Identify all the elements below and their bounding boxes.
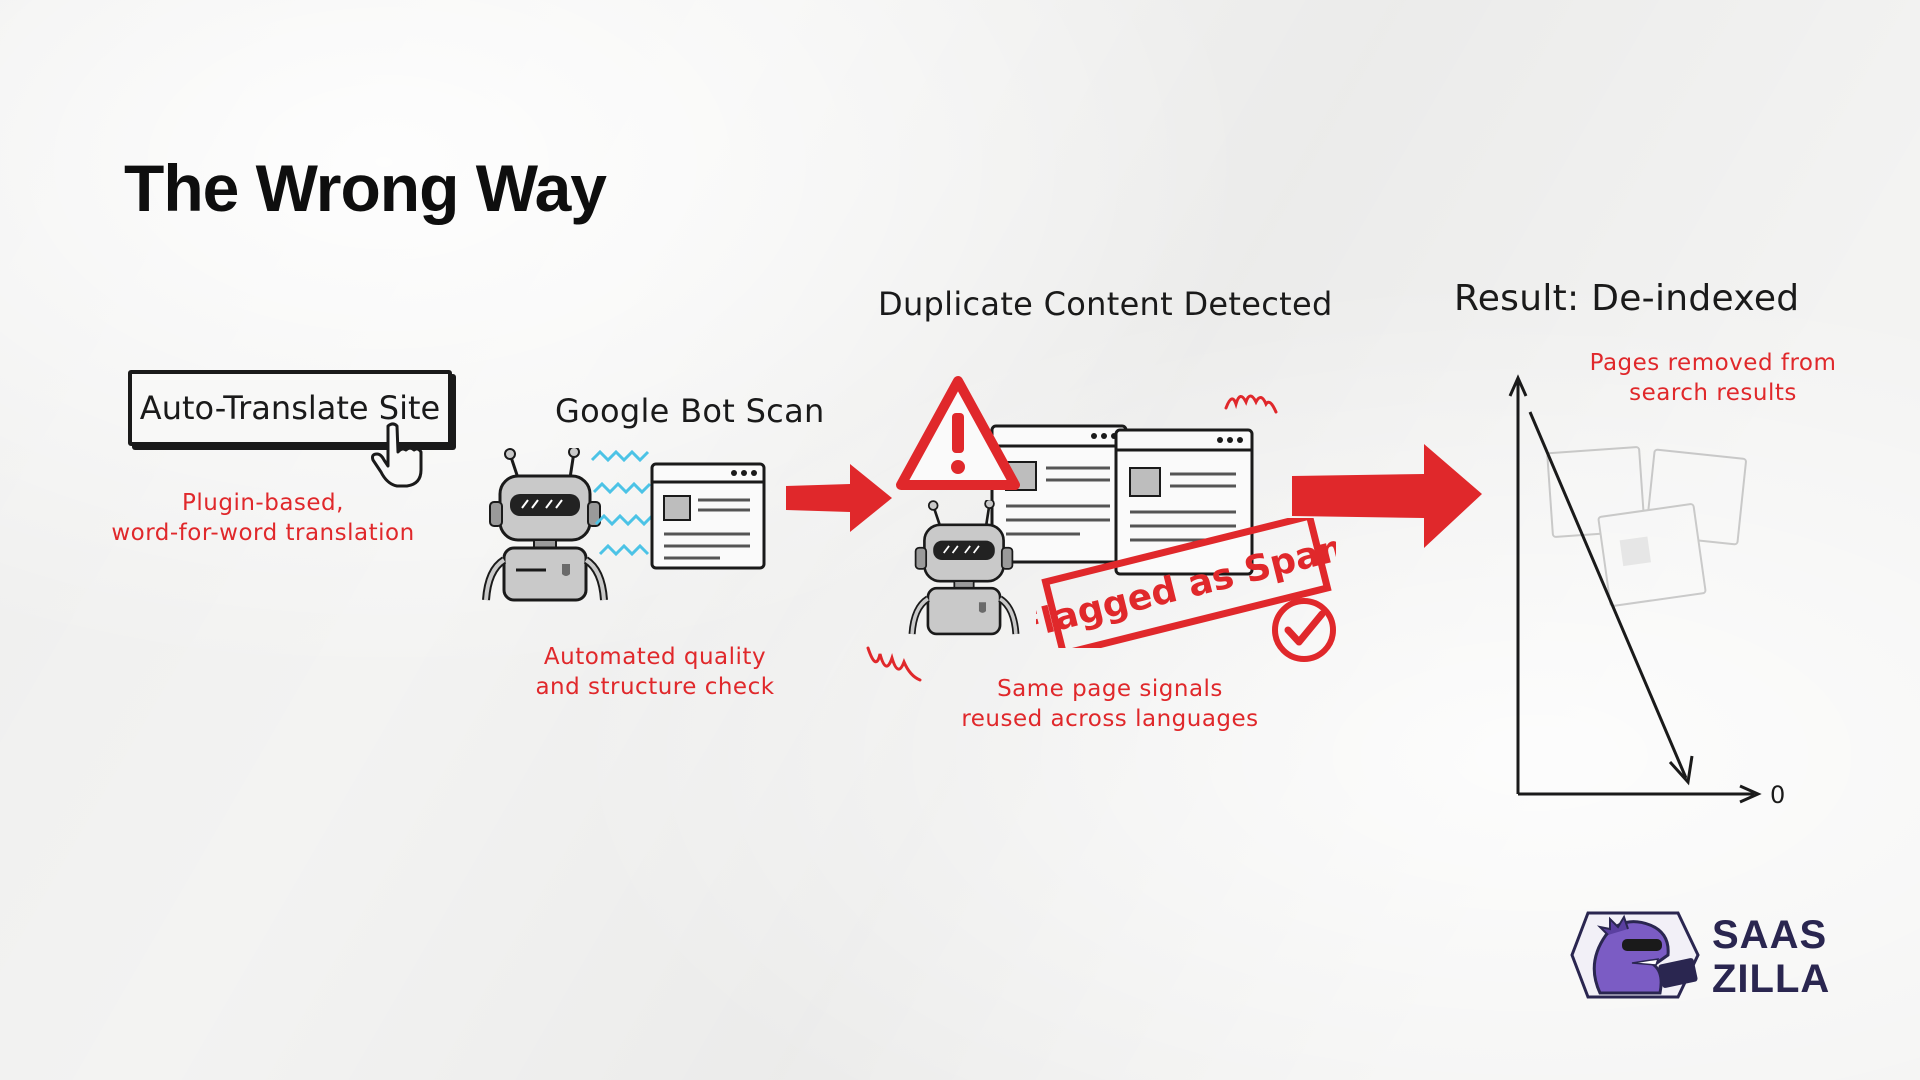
flagged-spam-stamp: Flagged as Spam — [1036, 518, 1336, 648]
auto-translate-label: Auto-Translate Site — [139, 389, 441, 427]
scribble-icon — [866, 646, 922, 682]
browser-window-icon — [650, 462, 766, 570]
step4-note: Pages removed from search results — [1589, 350, 1837, 406]
step4-heading: Result: De-indexed — [1454, 278, 1800, 319]
step2-heading: Google Bot Scan — [555, 392, 825, 430]
step1-note: Plugin-based, word-for-word translation — [111, 490, 415, 546]
step3-note: Same page signals reused across language… — [961, 676, 1259, 732]
auto-translate-button[interactable]: Auto-Translate Site — [128, 370, 452, 446]
robot-icon — [482, 448, 608, 602]
robot-icon — [908, 500, 1020, 636]
arrow-right-icon — [1292, 444, 1482, 548]
deindex-chart: 0 — [1508, 374, 1785, 809]
page-title: The Wrong Way — [124, 151, 607, 225]
check-circle-icon — [1272, 598, 1336, 662]
logo-wordmark: SAAS ZILLA — [1712, 913, 1831, 1001]
axis-zero-label: 0 — [1770, 781, 1785, 809]
dinosaur-logo-icon — [1570, 911, 1700, 999]
arrow-right-icon — [786, 464, 892, 532]
scribble-icon — [1224, 394, 1278, 414]
step3-heading: Duplicate Content Detected — [878, 285, 1333, 323]
faded-pages — [1546, 446, 1747, 607]
decline-line — [1528, 411, 1688, 779]
warning-triangle-icon — [896, 376, 1020, 490]
step2-note: Automated quality and structure check — [535, 644, 775, 700]
pointer-hand-icon — [371, 422, 423, 488]
scan-waves — [590, 449, 654, 557]
saaszilla-logo[interactable]: SAAS ZILLA — [1568, 905, 1868, 1005]
